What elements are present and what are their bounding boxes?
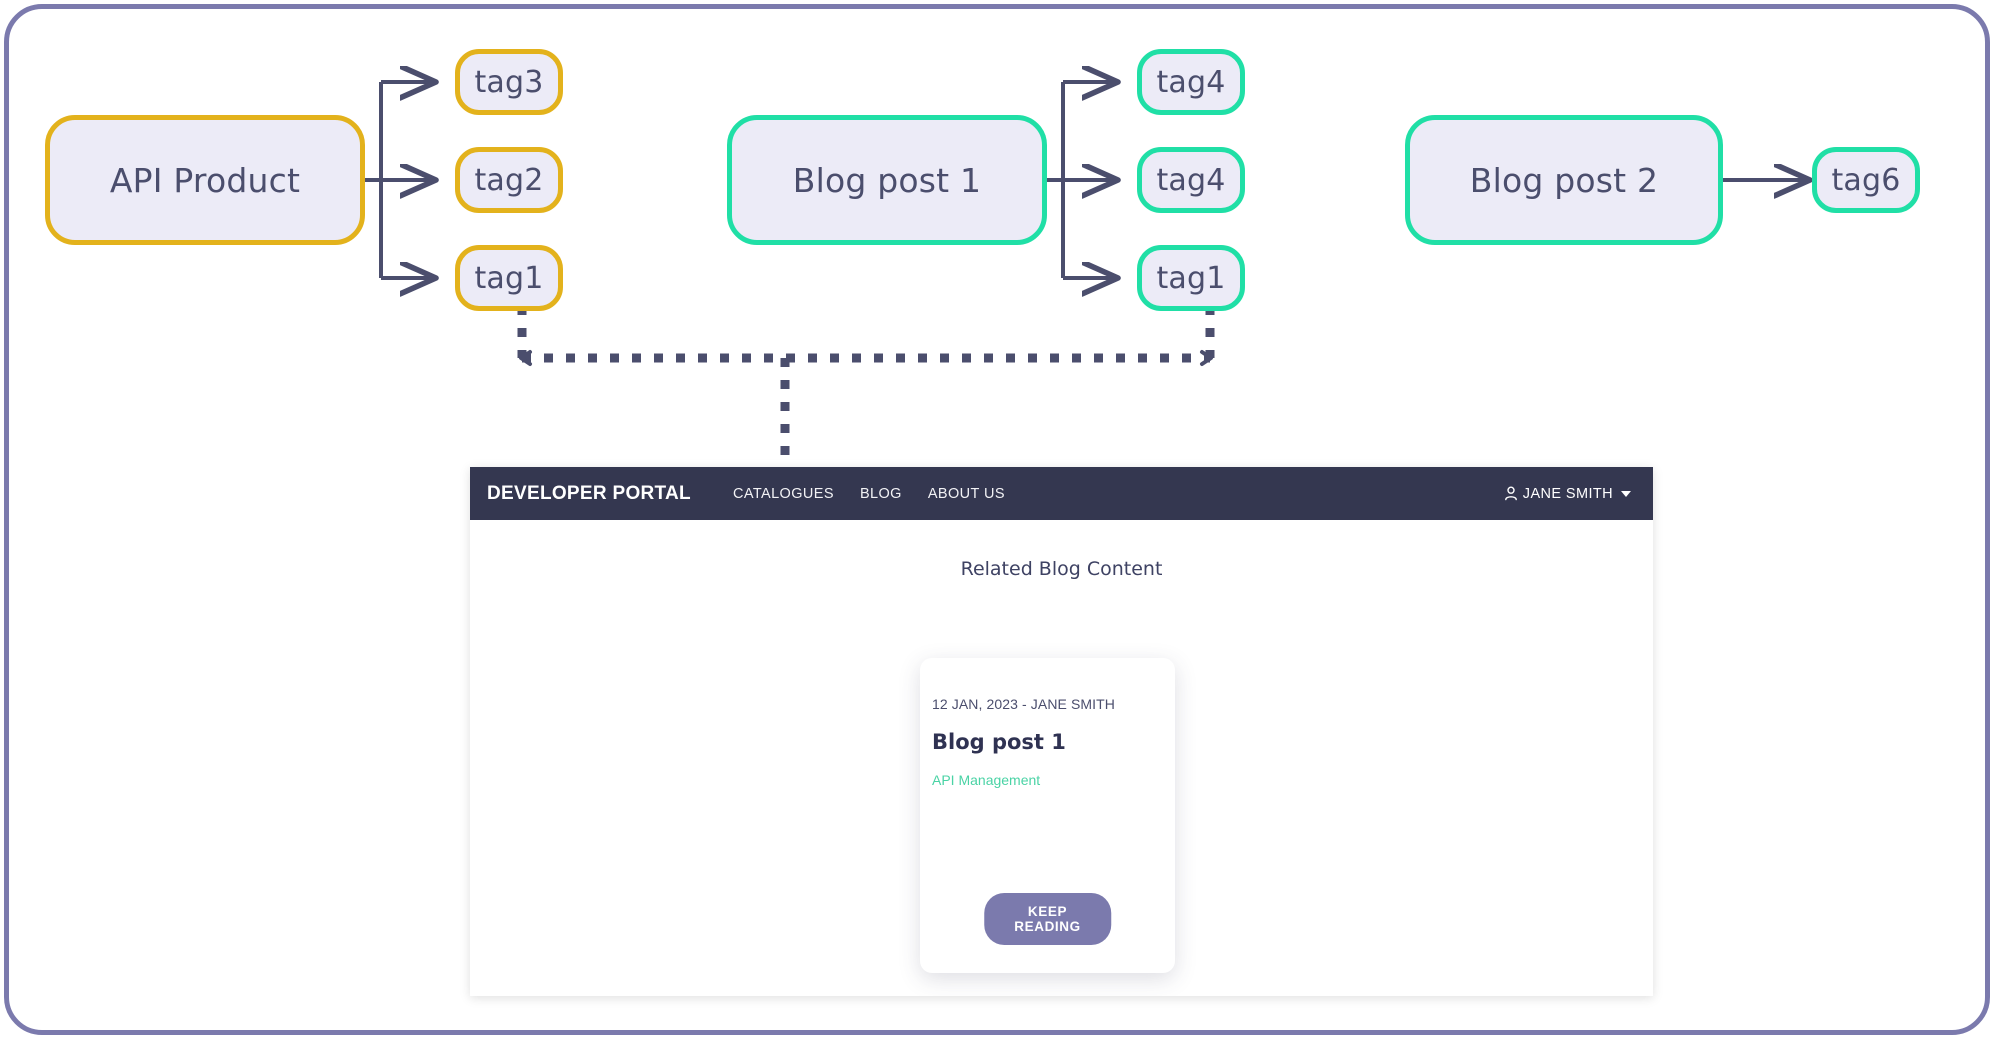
node-label: tag1 (1156, 260, 1226, 296)
node-tag-blog-post-1-2[interactable]: tag4 (1137, 147, 1245, 213)
blog-card-tag-link[interactable]: API Management (932, 772, 1041, 788)
node-label: Blog post 2 (1469, 160, 1659, 200)
node-label: tag4 (1156, 162, 1226, 198)
developer-portal-panel: DEVELOPER PORTAL CATALOGUES BLOG ABOUT U… (470, 467, 1653, 996)
node-blog-post-1[interactable]: Blog post 1 (727, 115, 1047, 245)
node-label: Blog post 1 (792, 160, 982, 200)
node-tag-api-product-1[interactable]: tag3 (455, 49, 563, 115)
chevron-down-icon (1621, 490, 1631, 497)
nav-link-about-us[interactable]: ABOUT US (927, 485, 1005, 502)
node-tag-blog-post-2-1[interactable]: tag6 (1812, 147, 1920, 213)
portal-body: Related Blog Content 12 JAN, 2023 - JANE… (470, 520, 1653, 996)
portal-nav-links: CATALOGUES BLOG ABOUT US (733, 486, 1005, 502)
node-label: tag3 (474, 64, 544, 100)
node-label: API Product (109, 160, 301, 200)
user-menu[interactable]: JANE SMITH (1504, 486, 1631, 502)
nav-link-blog[interactable]: BLOG (859, 485, 902, 502)
keep-reading-button[interactable]: KEEP READING (983, 893, 1112, 945)
node-label: tag2 (474, 162, 544, 198)
user-name: JANE SMITH (1522, 485, 1613, 502)
node-tag-blog-post-1-1[interactable]: tag4 (1137, 49, 1245, 115)
nav-link-catalogues[interactable]: CATALOGUES (732, 485, 834, 502)
node-api-product[interactable]: API Product (45, 115, 365, 245)
user-icon (1504, 486, 1518, 501)
node-label: tag1 (474, 260, 544, 296)
node-tag-blog-post-1-3[interactable]: tag1 (1137, 245, 1245, 311)
blog-card-meta: 12 JAN, 2023 - JANE SMITH (932, 696, 1116, 712)
node-tag-api-product-2[interactable]: tag2 (455, 147, 563, 213)
node-label: tag6 (1831, 162, 1901, 198)
node-label: tag4 (1156, 64, 1226, 100)
portal-navbar: DEVELOPER PORTAL CATALOGUES BLOG ABOUT U… (470, 467, 1653, 520)
node-blog-post-2[interactable]: Blog post 2 (1405, 115, 1723, 245)
node-tag-api-product-3[interactable]: tag1 (455, 245, 563, 311)
blog-card-title: Blog post 1 (932, 730, 1066, 754)
portal-brand[interactable]: DEVELOPER PORTAL (487, 482, 691, 504)
related-blog-content-title: Related Blog Content (960, 558, 1163, 580)
blog-card[interactable]: 12 JAN, 2023 - JANE SMITH Blog post 1 AP… (920, 658, 1175, 973)
